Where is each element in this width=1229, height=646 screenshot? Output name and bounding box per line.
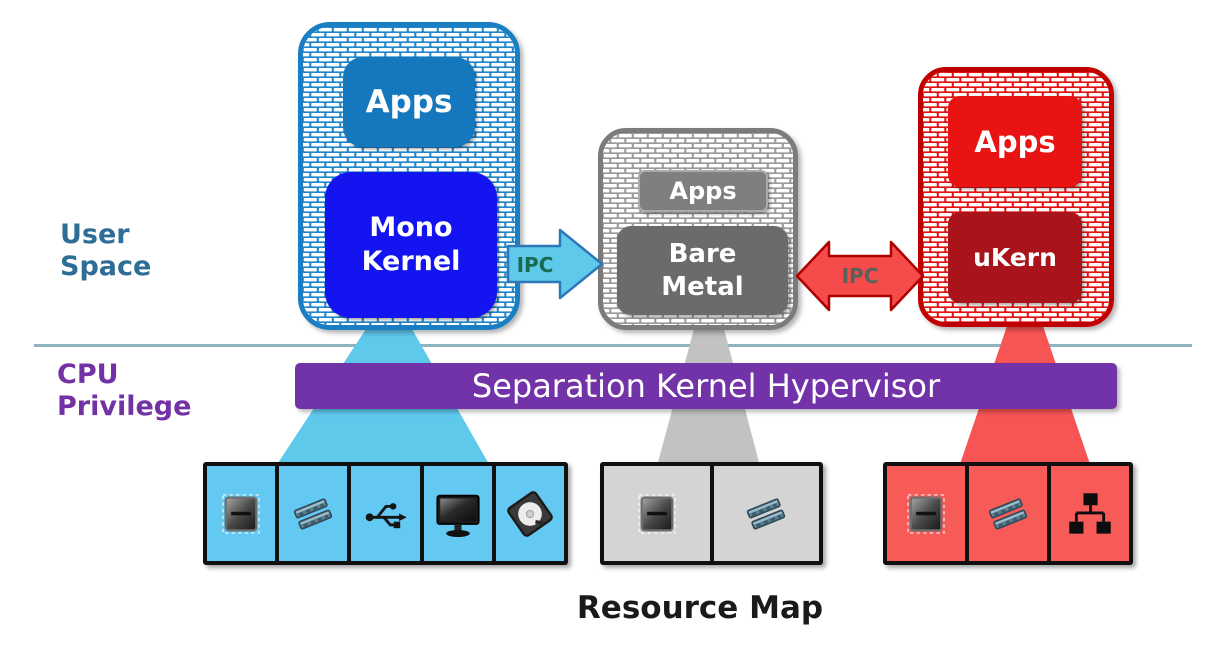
resource-cell-cpu	[604, 466, 714, 561]
bare-resource-box	[600, 462, 823, 565]
memory-icon	[988, 497, 1028, 530]
privilege-divider-line	[34, 344, 1192, 347]
bare-apps-box: Apps	[638, 170, 768, 212]
cpu-icon	[222, 493, 260, 534]
mono-kernel-label: Mono Kernel	[361, 212, 461, 277]
resource-cell-cpu	[207, 466, 280, 561]
hypervisor-bar-label: Separation Kernel Hypervisor	[471, 367, 941, 405]
ipc-red-label: IPC	[842, 264, 879, 288]
micro-apps-box: Apps	[948, 96, 1082, 187]
ukern-label: uKern	[973, 243, 1057, 272]
bare-apps-label: Apps	[669, 177, 737, 205]
memory-icon	[294, 497, 333, 530]
memory-icon	[747, 497, 786, 530]
cpu-icon	[637, 493, 676, 534]
disk-icon	[507, 490, 553, 537]
resource-cell-cpu	[887, 466, 969, 561]
resource-cell-network	[1051, 466, 1129, 561]
resource-cell-memory	[279, 466, 352, 561]
mono-apps-label: Apps	[365, 84, 453, 120]
ipc-arrow-red	[795, 240, 925, 312]
resource-cell-monitor	[424, 466, 496, 561]
ipc-blue-label: IPC	[517, 253, 554, 277]
resource-cell-usb	[351, 466, 424, 561]
monitor-icon	[436, 494, 480, 537]
bare-metal-label: Bare Metal	[661, 238, 744, 302]
network-icon	[1069, 492, 1111, 534]
mono-resource-box	[203, 462, 568, 565]
cpu-privilege-label: CPU Privilege	[57, 359, 192, 422]
resource-cell-disk	[496, 466, 564, 561]
user-space-label: User Space	[60, 219, 152, 282]
mono-apps-box: Apps	[343, 57, 475, 147]
ukern-box: uKern	[948, 212, 1082, 303]
resource-map-caption: Resource Map	[576, 590, 824, 626]
ipc-arrow-blue	[506, 228, 604, 300]
usb-icon	[365, 502, 407, 528]
hypervisor-bar: Separation Kernel Hypervisor	[295, 363, 1117, 409]
resource-cell-memory	[969, 466, 1051, 561]
mono-kernel-box: Mono Kernel	[325, 172, 497, 318]
micro-resource-box	[883, 462, 1133, 565]
micro-apps-label: Apps	[974, 124, 1056, 159]
resource-cell-memory	[714, 466, 820, 561]
bare-metal-box: Bare Metal	[617, 226, 788, 315]
cpu-icon	[907, 493, 945, 534]
